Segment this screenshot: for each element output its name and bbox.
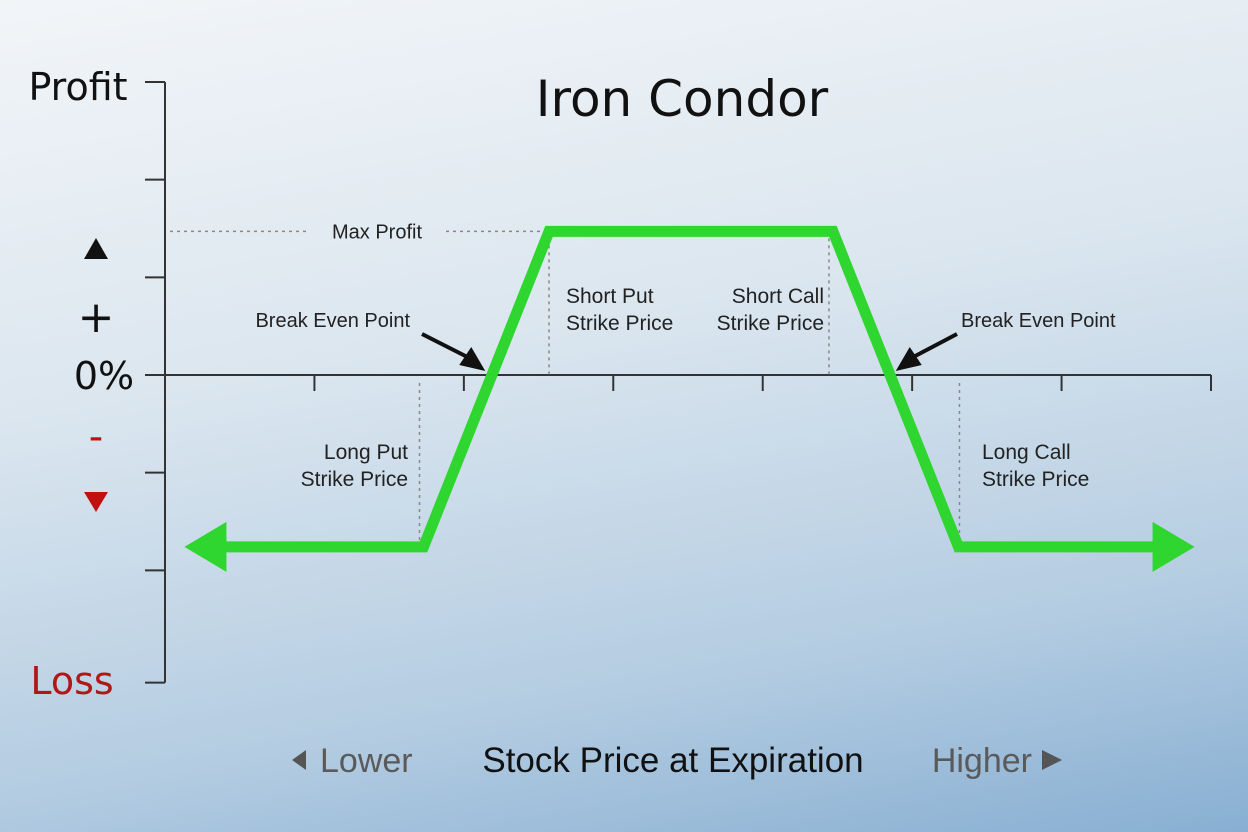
payoff-left-arrowhead — [184, 521, 227, 572]
max-profit-label: Max Profit — [332, 221, 422, 243]
break-even-right-arrowhead — [895, 347, 922, 371]
break-even-left-label: Break Even Point — [255, 310, 410, 332]
y-top-label: Profit — [28, 65, 127, 109]
payoff-line — [209, 225, 1165, 553]
x-lower-label: Lower — [320, 742, 413, 780]
payoff-right-arrowhead — [1152, 521, 1195, 572]
break-even-left-arrowhead — [459, 347, 486, 371]
y-zero-label: 0% — [74, 354, 134, 398]
x-axis-label: Stock Price at Expiration — [482, 741, 863, 780]
down-triangle-icon — [84, 492, 108, 512]
short-call-label-line1: Short Call — [732, 285, 824, 308]
left-arrow-icon — [292, 750, 306, 770]
short-put-label-line2: Strike Price — [566, 312, 673, 335]
right-arrow-icon — [1042, 750, 1062, 770]
chart-title: Iron Condor — [536, 70, 829, 128]
long-put-label-line1: Long Put — [324, 441, 408, 464]
long-put-label-line2: Strike Price — [301, 468, 408, 491]
y-plus-label: + — [78, 292, 115, 343]
break-even-right-label: Break Even Point — [961, 310, 1116, 332]
y-bottom-label: Loss — [30, 659, 113, 703]
y-minus-label: - — [89, 414, 103, 460]
long-call-label-line1: Long Call — [982, 441, 1071, 464]
short-put-label-line1: Short Put — [566, 285, 654, 308]
x-higher-label: Higher — [932, 742, 1032, 780]
up-triangle-icon — [84, 238, 108, 259]
short-call-label-line2: Strike Price — [717, 312, 824, 335]
long-call-label-line2: Strike Price — [982, 468, 1089, 491]
